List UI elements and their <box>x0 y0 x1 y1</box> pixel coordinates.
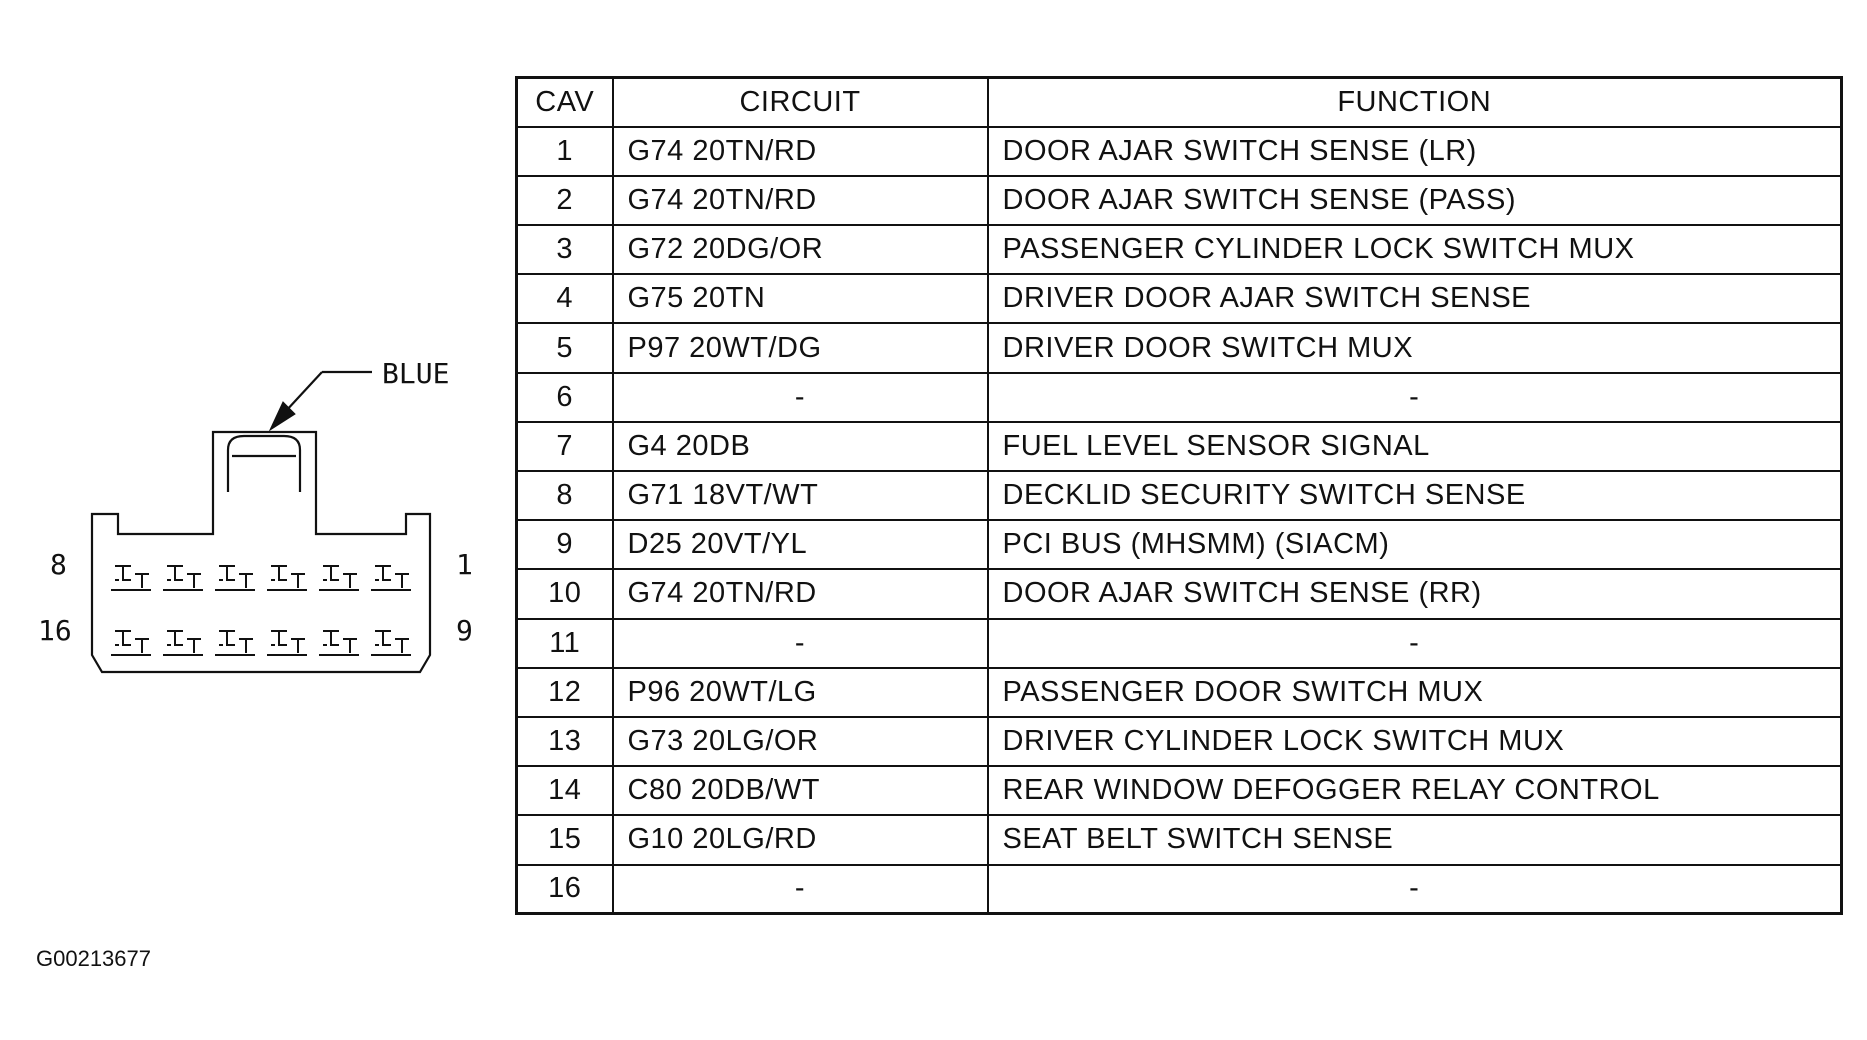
header-cav: CAV <box>515 76 614 128</box>
cell-cav: 12 <box>515 666 614 718</box>
terminal-cavity <box>319 630 359 656</box>
cell-circuit: G10 20LG/RD <box>611 814 989 866</box>
connector-diagram: BLUE 8 1 16 9 <box>38 357 473 674</box>
cell-function: FUEL LEVEL SENSOR SIGNAL <box>986 420 1843 473</box>
cell-circuit: P97 20WT/DG <box>611 322 989 374</box>
cell-circuit: G72 20DG/OR <box>611 224 989 276</box>
cell-cav: 15 <box>515 814 614 866</box>
terminal-cavity <box>111 630 151 656</box>
cell-cav: 9 <box>515 519 614 571</box>
cell-cav: 7 <box>515 420 614 473</box>
connector-color-label: BLUE <box>382 357 449 390</box>
terminal-cavity <box>215 630 255 656</box>
cell-function: DRIVER DOOR AJAR SWITCH SENSE <box>986 273 1843 325</box>
cell-cav: 4 <box>515 273 614 325</box>
figure-id: G00213677 <box>36 946 151 971</box>
cell-circuit: - <box>611 863 989 915</box>
cell-circuit: P96 20WT/LG <box>611 666 989 718</box>
cell-circuit: G75 20TN <box>611 273 989 325</box>
cell-cav: 10 <box>515 568 614 620</box>
terminal-cavity <box>267 565 307 591</box>
pin-label-16: 16 <box>38 614 72 647</box>
cell-function: DOOR AJAR SWITCH SENSE (PASS) <box>986 174 1843 227</box>
cell-circuit: G4 20DB <box>611 420 989 473</box>
cell-function: DOOR AJAR SWITCH SENSE (RR) <box>986 568 1843 620</box>
cell-function: DRIVER DOOR SWITCH MUX <box>986 322 1843 374</box>
table-row: 11-- <box>515 617 1843 669</box>
cell-function: DECKLID SECURITY SWITCH SENSE <box>986 469 1843 522</box>
cell-cav: 1 <box>515 125 614 177</box>
cell-circuit: G73 20LG/OR <box>611 715 989 768</box>
terminal-cavities <box>111 565 411 656</box>
cell-cav: 3 <box>515 224 614 276</box>
cell-cav: 13 <box>515 715 614 768</box>
cell-cav: 2 <box>515 174 614 227</box>
cell-function: REAR WINDOW DEFOGGER RELAY CONTROL <box>986 765 1843 817</box>
leader-arrow <box>268 370 372 432</box>
terminal-cavity <box>163 630 203 656</box>
cell-function: - <box>986 617 1843 669</box>
table-header-row: CAV CIRCUIT FUNCTION <box>515 76 1843 128</box>
cell-cav: 6 <box>515 371 614 423</box>
terminal-cavity <box>215 565 255 591</box>
cell-circuit: G74 20TN/RD <box>611 568 989 620</box>
cell-cav: 5 <box>515 322 614 374</box>
terminal-cavity <box>371 565 411 591</box>
cell-function: PASSENGER CYLINDER LOCK SWITCH MUX <box>986 224 1843 276</box>
cell-circuit: C80 20DB/WT <box>611 765 989 817</box>
cell-circuit: G74 20TN/RD <box>611 174 989 227</box>
cell-circuit: - <box>611 371 989 423</box>
terminal-cavity <box>267 630 307 656</box>
cell-circuit: G74 20TN/RD <box>611 125 989 177</box>
terminal-cavity <box>319 565 359 591</box>
terminal-cavity <box>371 630 411 656</box>
header-function: FUNCTION <box>986 76 1843 128</box>
cell-circuit: - <box>611 617 989 669</box>
cell-function: DOOR AJAR SWITCH SENSE (LR) <box>986 125 1843 177</box>
table-row: 6-- <box>515 371 1843 423</box>
cell-function: DRIVER CYLINDER LOCK SWITCH MUX <box>986 715 1843 768</box>
cell-cav: 14 <box>515 765 614 817</box>
table-row: 16-- <box>515 863 1843 915</box>
header-circuit: CIRCUIT <box>611 76 989 128</box>
pin-label-9: 9 <box>456 614 473 647</box>
terminal-cavity <box>111 565 151 591</box>
cell-cav: 11 <box>515 617 614 669</box>
connector-latch <box>226 434 302 492</box>
cell-function: PCI BUS (MHSMM) (SIACM) <box>986 519 1843 571</box>
cell-circuit: G71 18VT/WT <box>611 469 989 522</box>
cell-cav: 8 <box>515 469 614 522</box>
cell-function: - <box>986 371 1843 423</box>
cell-function: SEAT BELT SWITCH SENSE <box>986 814 1843 866</box>
connector-body-outline <box>90 430 432 674</box>
cell-function: - <box>986 863 1843 915</box>
terminal-cavity <box>163 565 203 591</box>
pin-label-1: 1 <box>456 548 473 581</box>
pin-label-8: 8 <box>50 548 67 581</box>
cell-cav: 16 <box>515 863 614 915</box>
cell-circuit: D25 20VT/YL <box>611 519 989 571</box>
cell-function: PASSENGER DOOR SWITCH MUX <box>986 666 1843 718</box>
